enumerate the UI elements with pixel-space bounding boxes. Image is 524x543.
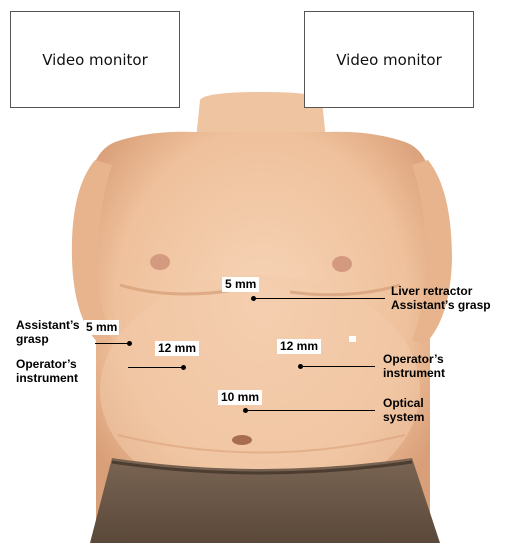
port-size-assistant-grasp: 5 mm — [84, 320, 119, 335]
port-size-optical-system: 10 mm — [218, 390, 262, 405]
port-marker-operator-left — [181, 365, 186, 370]
label-assistant-grasp: Assistant’s grasp — [16, 318, 80, 346]
leader-line-liver-retractor — [255, 298, 385, 299]
right-nipple — [332, 256, 352, 272]
video-monitor-right: Video monitor — [304, 11, 474, 108]
port-size-operator-right: 12 mm — [277, 339, 321, 354]
left-nipple — [150, 254, 170, 270]
leader-line-optical-system — [247, 410, 375, 411]
label-optical-system: Optical system — [383, 396, 424, 424]
leader-line-assistant-grasp — [95, 343, 127, 344]
leader-line-operator-right — [303, 366, 375, 367]
video-monitor-right-label: Video monitor — [336, 51, 441, 69]
side-marker — [349, 336, 356, 342]
pants — [90, 458, 440, 543]
navel — [232, 435, 252, 445]
port-size-operator-left: 12 mm — [155, 341, 199, 356]
label-liver-retractor: Liver retractor Assistant’s grasp — [391, 284, 491, 312]
video-monitor-left-label: Video monitor — [42, 51, 147, 69]
port-size-liver-retractor: 5 mm — [222, 277, 259, 292]
port-marker-assistant-grasp — [127, 341, 132, 346]
label-operator-left: Operator’s instrument — [16, 357, 78, 385]
label-operator-right: Operator’s instrument — [383, 352, 445, 380]
leader-line-operator-left — [128, 367, 182, 368]
video-monitor-left: Video monitor — [10, 11, 180, 108]
